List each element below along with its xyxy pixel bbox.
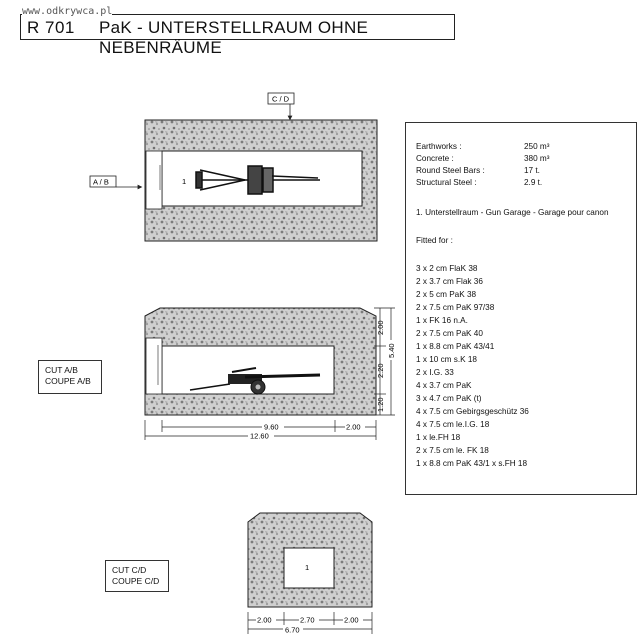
section-ab-gun-icon bbox=[189, 367, 321, 395]
fitted-item: 1 x 8.8 cm PaK 43/1 x s.FH 18 bbox=[416, 459, 528, 468]
fitted-item: 2 x 5 cm PaK 38 bbox=[416, 290, 477, 299]
dim-room-width: 2.70 bbox=[300, 616, 315, 625]
fitted-item: 2 x 7.5 cm PaK 40 bbox=[416, 329, 483, 338]
room-description: 1. Unterstellraum - Gun Garage - Garage … bbox=[416, 208, 609, 217]
cut-label-ab-line2: COUPE A/B bbox=[45, 376, 91, 386]
dim-roof: 2.00 bbox=[376, 320, 385, 335]
fitted-heading: Fitted for : bbox=[416, 236, 453, 245]
plan-view: 1 C / D A / B bbox=[89, 92, 378, 242]
cut-label-cd: CUT C/D COUPE C/D bbox=[105, 560, 169, 592]
section-cd-room-number: 1 bbox=[305, 563, 309, 572]
fitted-item: 2 x 3.7 cm Flak 36 bbox=[416, 277, 483, 286]
dim-left-wall: 2.00 bbox=[257, 616, 272, 625]
dim-right-wall: 2.00 bbox=[344, 616, 359, 625]
cut-label-ab-line1: CUT A/B bbox=[45, 365, 78, 375]
bunker-code: R 701 bbox=[27, 18, 75, 37]
fitted-item: 3 x 2 cm FlaK 38 bbox=[416, 264, 478, 273]
section-tag-cd bbox=[267, 92, 295, 105]
fitted-item: 2 x 7.5 cm le. FK 18 bbox=[416, 446, 489, 455]
section-tag-ab bbox=[89, 175, 117, 188]
cut-label-cd-line1: CUT C/D bbox=[112, 565, 147, 575]
fitted-item: 2 x I.G. 33 bbox=[416, 368, 454, 377]
dim-floor: 1.20 bbox=[376, 397, 385, 412]
dim-total-width: 6.70 bbox=[285, 626, 300, 635]
fitted-item: 3 x 4.7 cm PaK (t) bbox=[416, 394, 482, 403]
watermark: www.odkrywca.pl bbox=[22, 6, 113, 17]
title-box: R 701 PaK - UNTERSTELLRAUM OHNE NEBENRÄU… bbox=[20, 14, 455, 57]
dim-total-length: 12.60 bbox=[250, 432, 269, 441]
fitted-item: 4 x 7.5 cm le.I.G. 18 bbox=[416, 420, 490, 429]
fitted-item: 1 x 8.8 cm PaK 43/41 bbox=[416, 342, 495, 351]
plan-gun-icon bbox=[195, 165, 320, 195]
dim-room-length: 9.60 bbox=[264, 423, 279, 432]
section-ab-view: 9.60 2.00 12.60 2.00 2.20 1.20 5.40 bbox=[144, 307, 396, 441]
fitted-item: 1 x FK 16 n.A. bbox=[416, 316, 468, 325]
cut-label-cd-line2: COUPE C/D bbox=[112, 576, 160, 586]
section-tag-cd-label: C / D bbox=[272, 95, 290, 104]
cut-label-ab: CUT A/B COUPE A/B bbox=[38, 360, 102, 394]
fitted-item: 1 x le.FH 18 bbox=[416, 433, 461, 442]
dim-total-height: 5.40 bbox=[387, 343, 396, 358]
specifications-panel: Earthworks : 250 m³ Concrete : 380 m³ Ro… bbox=[405, 122, 637, 495]
section-tag-ab-label: A / B bbox=[93, 178, 109, 187]
page-title: PaK - UNTERSTELLRAUM OHNE NEBENRÄUME bbox=[99, 18, 369, 57]
fitted-item: 4 x 7.5 cm Gebirgsgeschütz 36 bbox=[416, 407, 529, 416]
section-cd-view: 1 2.00 2.70 2.00 6.70 bbox=[247, 512, 373, 635]
section-cd-room bbox=[283, 547, 335, 589]
dim-room-height: 2.20 bbox=[376, 363, 385, 378]
plan-room-number: 1 bbox=[182, 177, 186, 186]
fitted-item: 1 x 10 cm s.K 18 bbox=[416, 355, 477, 364]
plan-entrance bbox=[145, 150, 163, 210]
fitted-item: 4 x 3.7 cm PaK bbox=[416, 381, 472, 390]
dim-rear-wall: 2.00 bbox=[346, 423, 361, 432]
fitted-item: 2 x 7.5 cm PaK 97/38 bbox=[416, 303, 495, 312]
